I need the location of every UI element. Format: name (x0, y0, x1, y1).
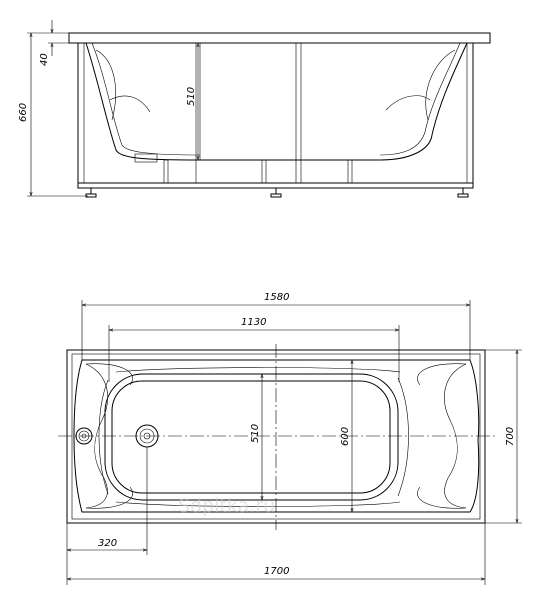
dim-side-depth: 510 (186, 87, 197, 106)
dim-top-length-total: 1700 (264, 566, 289, 577)
side-drain (134, 153, 158, 163)
side-rim (68, 32, 491, 44)
side-feet (85, 188, 469, 198)
dim-side-rim: 40 (39, 53, 50, 66)
dim-side-height: 660 (18, 103, 29, 122)
dim-drain-offset: 320 (98, 538, 117, 549)
frame-post-center (295, 42, 302, 184)
dim-top-width-inner: 600 (340, 427, 351, 446)
dim-top-length-inner: 1580 (264, 292, 289, 303)
top-bath-outline (73, 359, 480, 513)
dim-top-width-bottom: 510 (250, 424, 261, 443)
watermark: Sdpitka.ru (178, 495, 275, 517)
top-view: 1580 1130 510 600 700 320 1700 Sdpitka.r… (58, 292, 522, 585)
top-inner-basin (104, 373, 399, 501)
top-basin-bottom (111, 380, 391, 494)
side-frame-outline (77, 43, 474, 189)
dim-top-width-total: 700 (505, 427, 516, 446)
side-bath-shell (85, 42, 468, 161)
side-view: 40 660 510 (18, 20, 491, 198)
dim-top-length-bottom: 1130 (241, 317, 266, 328)
